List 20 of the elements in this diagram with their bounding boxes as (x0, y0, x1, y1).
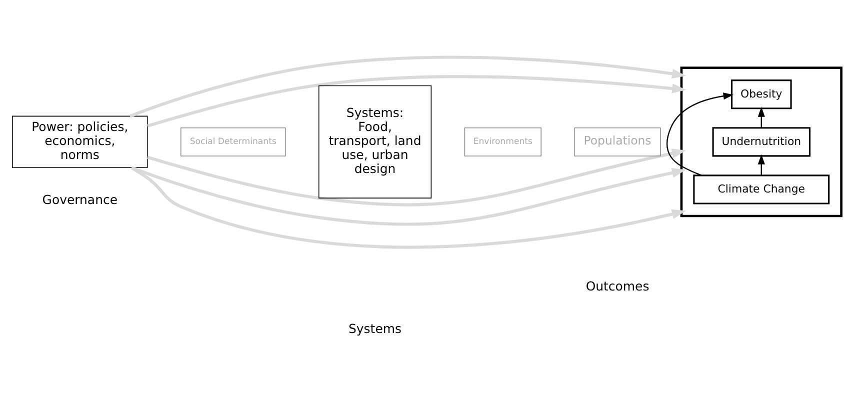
node-box: Environments (464, 127, 542, 156)
node-box: Systems: Food, transport, land use, urban design (318, 84, 432, 198)
arrow (146, 74, 686, 127)
arrow (131, 166, 686, 226)
node-box: Undernutrition (712, 126, 810, 156)
node-box: Social Determinants (180, 127, 286, 156)
node-box: Obesity (730, 79, 792, 109)
arrow (758, 154, 765, 175)
arrow (129, 55, 686, 118)
arrow (758, 106, 765, 128)
arrow (666, 92, 734, 176)
arrow (146, 148, 686, 206)
node-box: Climate Change (693, 174, 830, 204)
label: Outcomes (586, 278, 650, 294)
cluster (680, 66, 842, 217)
arrow (130, 166, 686, 248)
label: Governance (42, 192, 118, 207)
node-box: Populations (574, 127, 661, 156)
node-box: Power: policies, economics, norms (12, 115, 148, 168)
label: Systems (348, 320, 402, 336)
